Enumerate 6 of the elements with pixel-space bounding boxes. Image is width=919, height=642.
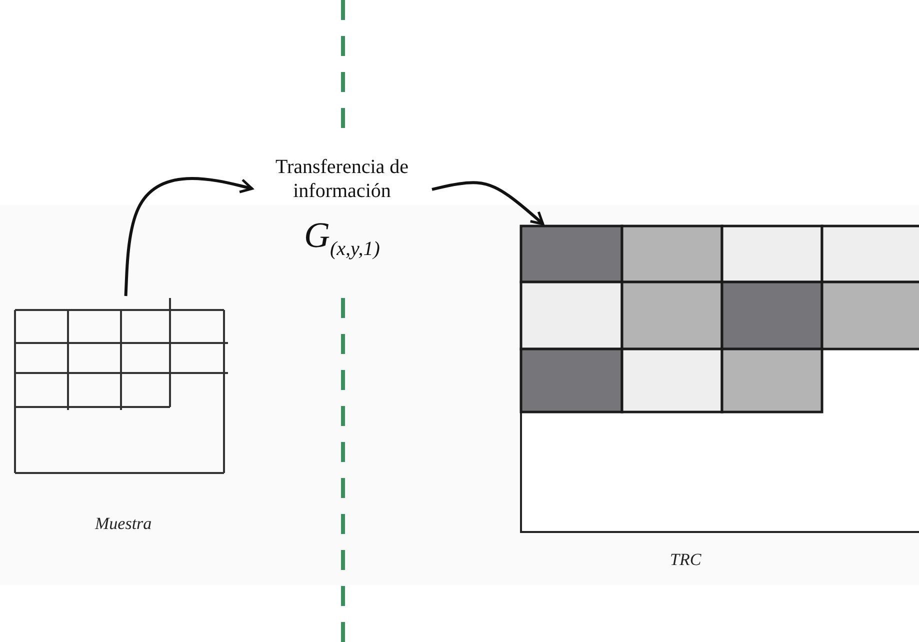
caption-label: TRC xyxy=(670,550,702,570)
curved-arrow xyxy=(124,176,254,296)
node-label: Transferencia de información xyxy=(274,155,410,203)
curved-arrow xyxy=(432,181,544,226)
formula-label: G$_{(x,y,1)}$ xyxy=(303,215,381,262)
caption-label: Muestra xyxy=(95,514,152,534)
